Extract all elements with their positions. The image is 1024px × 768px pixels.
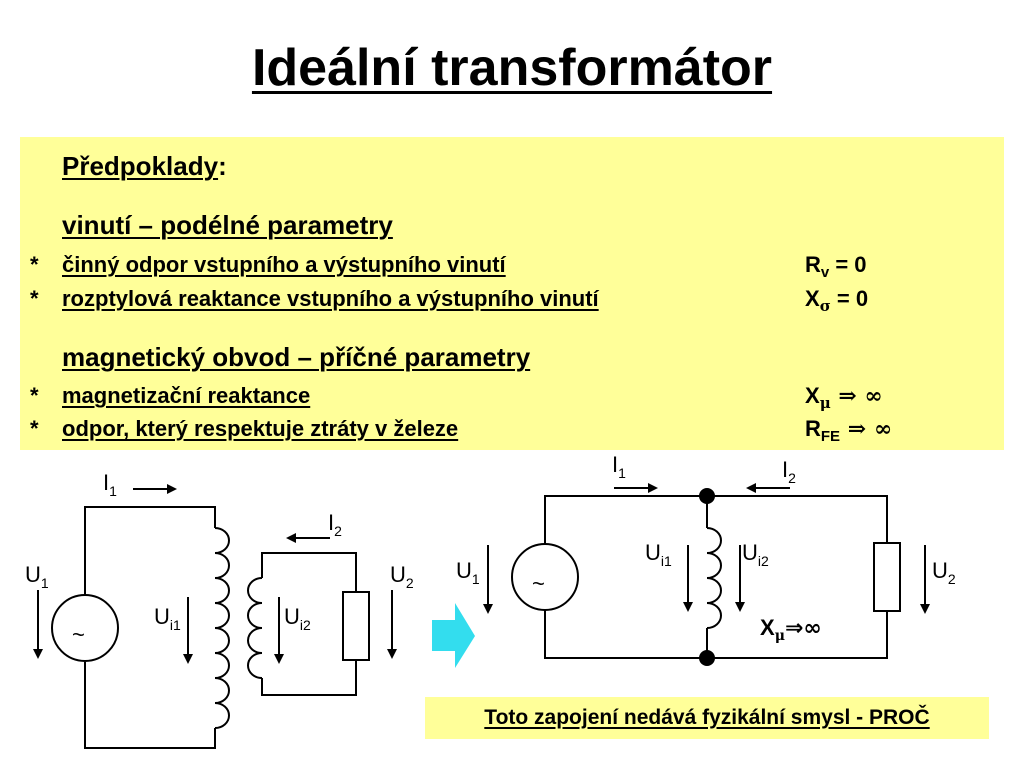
circuit-1	[33, 484, 397, 749]
secondary-wire-bottom	[261, 660, 357, 696]
label2-xmu: Xμ⇒∞	[760, 615, 822, 644]
label2-ui2: Ui2	[742, 540, 769, 569]
label2-i2: I2	[782, 457, 796, 486]
source-symbol-1: ~	[72, 622, 85, 647]
question-note: Toto zapojení nedává fyzikální smysl - P…	[425, 697, 989, 739]
bullet: *	[30, 383, 39, 408]
slide-title: Ideální transformátor	[251, 39, 773, 97]
load-resistor-2	[873, 542, 901, 612]
transition-arrow-icon	[432, 603, 475, 668]
value-xmu: Xμ ⇒ ∞	[805, 383, 883, 412]
value-rfe: RFE ⇒ ∞	[805, 416, 893, 445]
label-ui2: Ui2	[284, 604, 311, 633]
item-winding-resistance: činný odpor vstupního a výstupního vinut…	[62, 252, 506, 277]
item-iron-loss-resistance: odpor, který respektuje ztráty v železe	[62, 416, 459, 441]
label-i1: I1	[103, 470, 117, 499]
section-winding-title: vinutí – podélné parametry	[62, 210, 393, 240]
bullet: *	[30, 252, 39, 277]
label2-u1: U1	[456, 558, 480, 587]
item-leakage-reactance: rozptylová reaktance vstupního a výstupn…	[62, 286, 599, 311]
source-symbol-2: ~	[532, 571, 545, 596]
assumptions-heading: Předpoklady:	[62, 151, 227, 181]
assumptions-box: Předpoklady: vinutí – podélné parametry …	[20, 137, 1004, 450]
node-top	[699, 488, 715, 504]
label-ui1: Ui1	[154, 604, 181, 633]
label-u1: U1	[25, 562, 49, 591]
secondary-coil	[247, 577, 263, 679]
load-resistor	[342, 591, 370, 661]
wire-top	[544, 495, 888, 545]
secondary-wire-top	[261, 552, 357, 592]
primary-wire-top	[84, 506, 216, 595]
magnetizing-coil	[706, 527, 722, 629]
primary-coil	[214, 527, 230, 729]
section-magnetic-title: magnetický obvod – příčné parametry	[62, 342, 531, 372]
bullet: *	[30, 416, 39, 441]
value-rv: Rv = 0	[805, 252, 867, 281]
wire-bottom	[544, 610, 888, 659]
label2-i1: I1	[612, 452, 626, 481]
ac-source-2	[511, 543, 579, 611]
item-magnetizing-reactance: magnetizační reaktance	[62, 383, 311, 408]
ac-source-1	[51, 594, 119, 662]
label2-ui1: Ui1	[645, 540, 672, 569]
label-i2: I2	[328, 510, 342, 539]
value-xsigma: Xσ = 0	[805, 286, 869, 315]
node-bottom	[699, 650, 715, 666]
primary-wire-bottom	[84, 662, 216, 749]
bullet: *	[30, 286, 39, 311]
circuit-2	[483, 483, 930, 659]
label-u2: U2	[390, 562, 414, 591]
label2-u2: U2	[932, 558, 956, 587]
